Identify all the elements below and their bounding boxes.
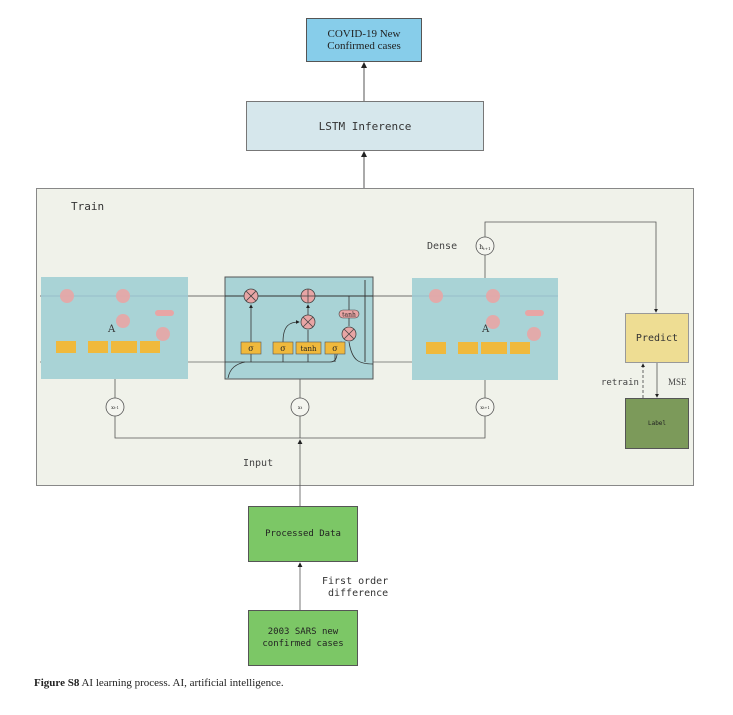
mse-label: MSE: [668, 377, 687, 387]
gate-output: [324, 341, 346, 355]
retrain-label: retrain: [601, 378, 639, 388]
train-label: Train: [71, 200, 105, 213]
processed-data-label: Processed Data: [265, 529, 341, 539]
input-label-current: xt: [298, 405, 303, 411]
tanh-op: [338, 309, 360, 319]
figure-id: Figure S8: [34, 677, 80, 689]
figure-caption: Figure S8 AI learning process. AI, artif…: [34, 677, 284, 689]
sars-line2: confirmed cases: [262, 639, 344, 649]
lstm-cell-middle: tanh σ σ tanh σ: [224, 276, 374, 380]
cell-label-right: A: [481, 324, 490, 335]
multiply-op-output: [341, 326, 357, 342]
multiply-op-input: [300, 314, 316, 330]
gate-candidate: [295, 341, 322, 355]
label-node: Label: [625, 398, 689, 449]
diff-line2: difference: [328, 588, 389, 599]
label-node-label: Label: [647, 420, 667, 427]
covid-output-node: COVID-19 New Confirmed cases: [306, 18, 422, 62]
gate-forget-label: σ: [248, 344, 254, 353]
lstm-inference-label: LSTM Inference: [318, 119, 412, 133]
add-op: [300, 288, 316, 304]
tanh-op-label: tanh: [342, 312, 356, 319]
first-order-difference-label: First order difference: [322, 576, 388, 600]
sars-line1: 2003 SARS new: [267, 627, 339, 637]
covid-output-line2: Confirmed cases: [327, 40, 401, 52]
input-label-prev: xt-1: [111, 405, 119, 411]
gate-candidate-label: tanh: [300, 345, 316, 353]
arrow-dense-to-predict: [484, 221, 658, 313]
gate-output-label: σ: [332, 344, 338, 353]
sars-source-node: 2003 SARS new confirmed cases: [248, 610, 358, 666]
hidden-output-label: ht+1: [479, 244, 490, 251]
gate-forget: [240, 341, 262, 355]
dense-label: Dense: [427, 241, 458, 252]
input-label-next: xt+1: [480, 405, 489, 411]
multiply-op-forget: [243, 288, 259, 304]
input-label: Input: [243, 458, 274, 469]
predict-label: Predict: [635, 332, 679, 344]
caption-text: AI learning process. AI, artificial inte…: [79, 677, 284, 689]
predict-node: Predict: [625, 313, 689, 363]
gate-input: [272, 341, 294, 355]
lstm-cell-left: A: [41, 277, 188, 379]
processed-data-node: Processed Data: [248, 506, 358, 562]
gate-input-label: σ: [280, 344, 286, 353]
cell-label-left: A: [107, 324, 116, 335]
covid-output-line1: COVID-19 New: [327, 28, 401, 40]
diff-line1: First order: [322, 576, 389, 587]
lstm-cell-right: A: [412, 278, 558, 380]
lstm-inference-node: LSTM Inference: [246, 101, 484, 151]
